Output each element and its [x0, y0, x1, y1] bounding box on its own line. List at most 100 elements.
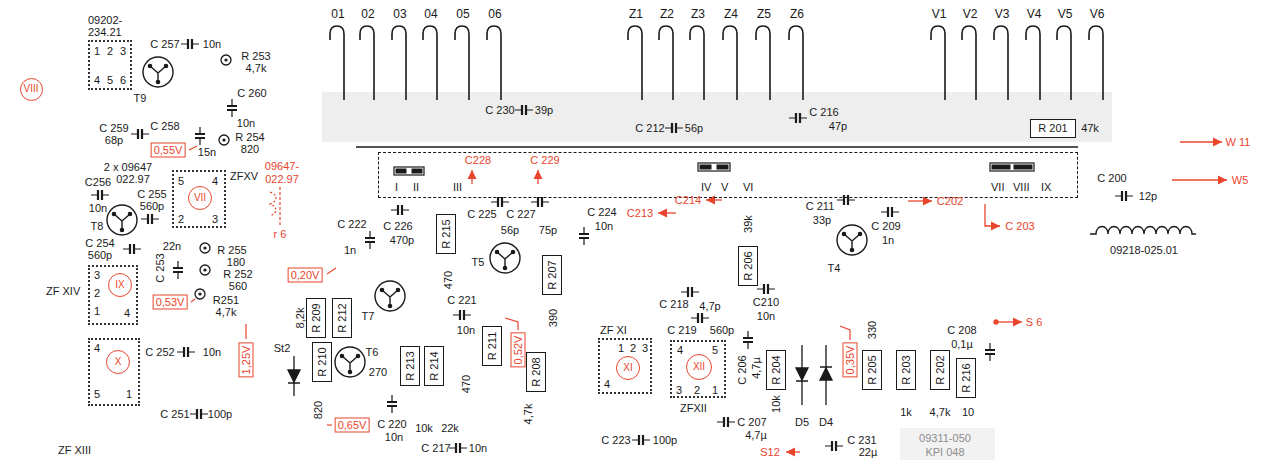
voltage-reading: 0,65V: [335, 418, 370, 433]
resistor-box: R 209: [306, 298, 326, 338]
node-label: R 206: [742, 251, 754, 280]
node-label: R 215: [440, 219, 452, 248]
part-label: 470p: [390, 235, 414, 246]
resistor-box: R 213: [400, 346, 420, 386]
capacitor-symbol: [453, 310, 471, 320]
node-label: ZF XIV: [46, 285, 80, 297]
capacitor-symbol: [757, 284, 775, 294]
part-label: D4: [819, 417, 833, 428]
signal-arrow: [1172, 179, 1227, 180]
signal-reference: C 229: [530, 155, 559, 166]
connector-hook: [1026, 26, 1040, 100]
node-label: R 213: [404, 351, 416, 380]
node-label: R 208: [530, 357, 542, 386]
signal-reference: C228: [465, 155, 491, 166]
node-label: 3: [676, 384, 682, 396]
signal-arrow: [471, 170, 472, 184]
node-label: R 204: [770, 355, 782, 384]
node-label: R 210: [316, 347, 328, 376]
node-label: 4: [94, 74, 100, 86]
part-label: 22n: [163, 241, 181, 252]
capacitor-symbol: [195, 127, 205, 145]
part-label: 560: [229, 281, 247, 292]
coil-symbol: [1090, 227, 1196, 235]
signal-reference: C213: [627, 208, 653, 219]
signal-arrow: [996, 321, 1022, 322]
leader-line: [327, 424, 332, 425]
node-label: 1: [618, 342, 624, 354]
part-label: 10n: [595, 221, 613, 232]
jumper-symbol: [1014, 165, 1032, 169]
pin-name: 04: [424, 8, 437, 20]
signal-arrow: [994, 320, 998, 324]
part-label: 100p: [208, 409, 232, 420]
voltage-reading: 0,35V: [843, 343, 858, 378]
pin-name: 05: [456, 8, 469, 20]
signal-arrow: [908, 200, 932, 201]
resistor-pad: [219, 135, 229, 145]
resistor-box: R 203: [896, 350, 916, 390]
part-label: 022.97: [116, 174, 150, 185]
resistor-box: R 212: [332, 298, 352, 338]
capacitor-symbol: [825, 441, 843, 451]
signal-arrow: [985, 204, 1000, 226]
filter-can: ZF XIV3214IX: [88, 265, 138, 325]
copper-ground: [900, 428, 995, 460]
capacitor-symbol: [531, 197, 549, 207]
capacitor-symbol: [190, 409, 208, 419]
part-label: 10n: [457, 325, 475, 336]
part-label: C 200: [1097, 173, 1126, 184]
node-label: ZF XIII: [58, 444, 91, 456]
part-label: 180: [227, 257, 245, 268]
filter-can: ZFXV5423VII: [172, 170, 226, 228]
node-label: IX: [1041, 181, 1051, 193]
pin-name: 03: [393, 8, 406, 20]
part-label: 10n: [469, 443, 487, 454]
node-label: 6: [120, 74, 126, 86]
node-label: 09202- 234.21: [88, 14, 132, 38]
node-label: R 202: [934, 355, 946, 384]
part-label: 8,2k: [295, 308, 306, 329]
part-label: C256: [85, 177, 111, 188]
part-label: R 252: [223, 269, 252, 280]
part-label: 10k: [771, 395, 782, 413]
connector-hook: [423, 26, 437, 100]
capacitor-symbol: [985, 343, 995, 361]
part-label: 56p: [685, 123, 703, 134]
part-label: 1n: [344, 245, 356, 256]
filter-can: 45321ZFXIIXII: [670, 340, 726, 398]
part-label: 820: [241, 144, 259, 155]
pin-name: V5: [1058, 8, 1073, 20]
capacitor-symbol: [227, 99, 237, 117]
capacitor-symbol: [131, 129, 149, 139]
part-label: C 230: [485, 105, 514, 116]
part-label: 33p: [813, 215, 831, 226]
part-label: 390: [548, 309, 559, 327]
node-label: 2: [694, 384, 700, 396]
leader-line: [191, 299, 195, 302]
part-label: C 255: [137, 189, 166, 200]
filter-number: X: [106, 350, 130, 374]
node-label: I: [395, 181, 398, 193]
pin-name: Z1: [629, 8, 643, 20]
node-label: 1: [712, 384, 718, 396]
connector-hook: [487, 26, 501, 100]
part-label: 10n: [203, 347, 221, 358]
diode-symbol: [820, 368, 832, 380]
part-label: R 254: [235, 132, 264, 143]
node-label: II: [413, 181, 419, 193]
diode-symbol: [288, 356, 300, 396]
pin-name: 06: [488, 8, 501, 20]
signal-reference: S12: [760, 447, 780, 458]
part-label: 4,7k: [523, 404, 534, 425]
node-label: VIII: [23, 84, 38, 94]
pin-name: Z2: [660, 8, 674, 20]
part-label: 820: [313, 401, 324, 419]
part-label: R 255: [217, 245, 246, 256]
node-label: 1: [94, 305, 100, 317]
capacitor-symbol: [123, 244, 141, 254]
signal-reference: W5: [1232, 175, 1249, 186]
part-label: C 220: [377, 419, 406, 430]
capacitor-symbol: [91, 39, 1133, 453]
part-label: 10n: [757, 311, 775, 322]
